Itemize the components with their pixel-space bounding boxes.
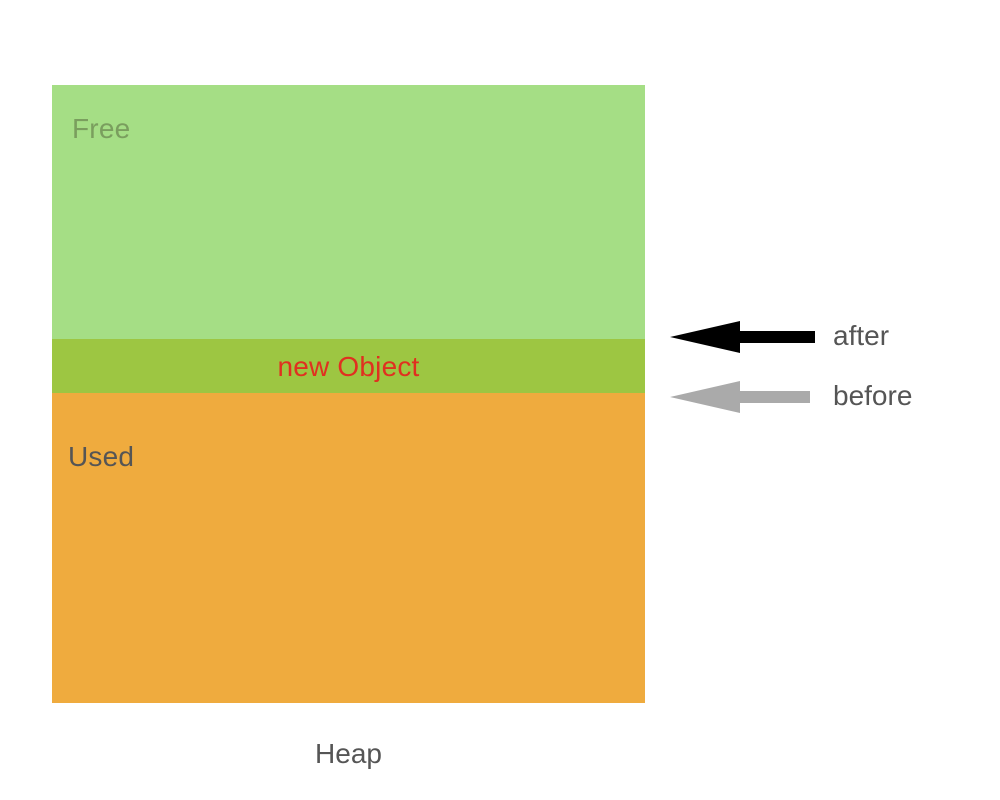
heap-band-new-object: new Object <box>52 339 645 393</box>
heap-band-used: Used <box>52 393 645 703</box>
heap-band-free-label: Free <box>72 113 131 144</box>
heap-band-used-label: Used <box>68 441 135 472</box>
left-arrow-icon <box>670 321 815 353</box>
legend-label-before: before <box>833 380 913 411</box>
legend-label-after: after <box>833 320 890 351</box>
legend-item-before: before <box>668 377 968 417</box>
heap-band-free: Free <box>52 85 645 339</box>
heap-band-new-object-label: new Object <box>277 351 420 382</box>
heap-caption: Heap <box>315 738 382 769</box>
legend-item-after: after <box>668 317 968 357</box>
left-arrow-icon <box>670 381 810 413</box>
heap-rectangle: Free new Object Used <box>52 85 645 703</box>
